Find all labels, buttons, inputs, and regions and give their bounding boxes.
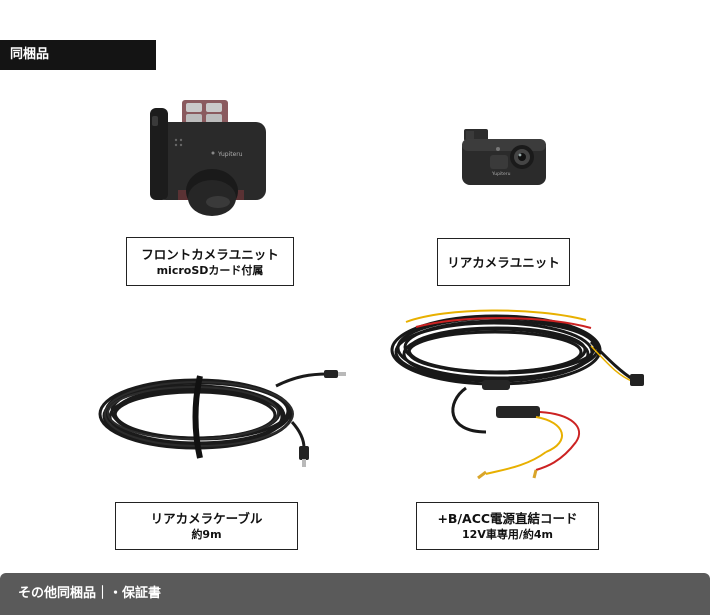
rear-camera-photo: Yupiteru [462, 129, 546, 185]
svg-text:Yupiteru: Yupiteru [491, 171, 511, 177]
svg-text:Yupiteru: Yupiteru [217, 151, 243, 158]
item-label-rear-camera: リアカメラユニット [437, 238, 570, 286]
item-sub: 12V車専用/約4m [462, 528, 553, 541]
power-cord-photo [390, 309, 644, 480]
cable-coil-photo [98, 370, 346, 467]
item-sub: microSDカード付属 [156, 263, 264, 277]
item-label-front-camera: フロントカメラユニット microSDカード付属 [126, 237, 294, 286]
item-label-power-cord: +B/ACC電源直結コード 12V車専用/約4m [416, 502, 599, 550]
item-name: リアカメラケーブル [150, 511, 263, 526]
item-label-rear-cable: リアカメラケーブル 約9m [115, 502, 298, 550]
item-sub: 約9m [191, 528, 222, 541]
item-name: +B/ACC電源直結コード [437, 511, 578, 526]
footer-other-items: その他同梱品｜・保証書 [0, 573, 710, 615]
section-title: 同梱品 [0, 40, 156, 70]
item-name: リアカメラユニット [447, 254, 560, 270]
item-name: フロントカメラユニット [141, 246, 279, 262]
front-camera-photo: Yupiteru [150, 100, 266, 216]
